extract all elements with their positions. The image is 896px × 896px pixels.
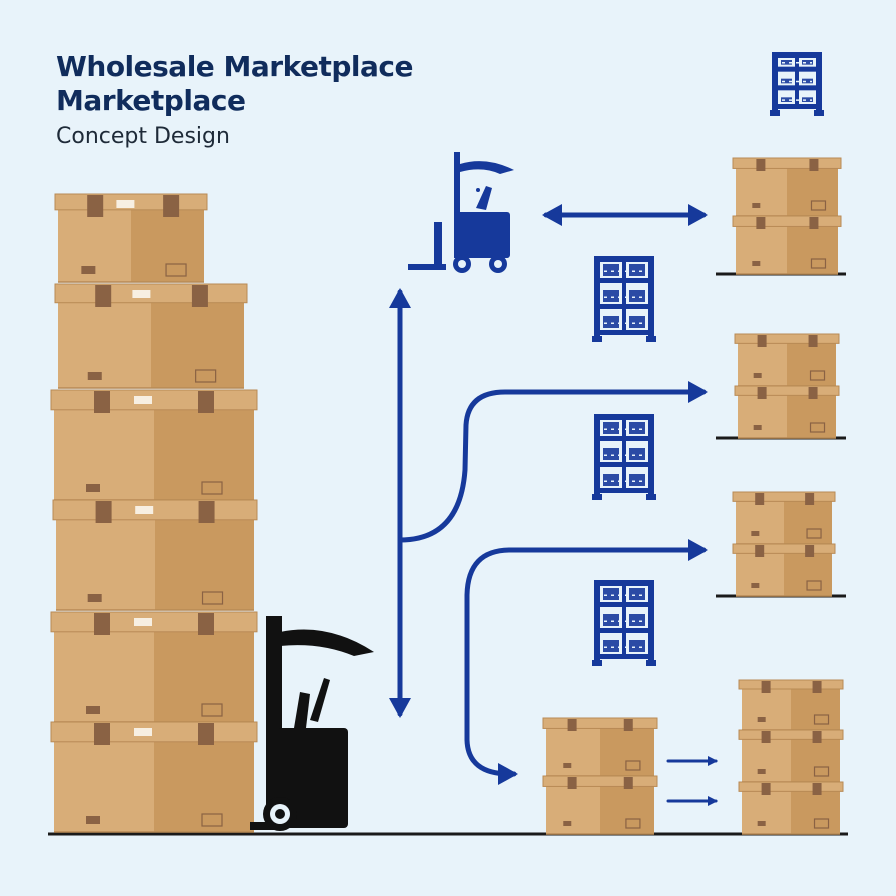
box-stack-main	[50, 193, 258, 833]
box-stacks-destination	[542, 157, 844, 835]
cardboard-box-icon	[738, 729, 844, 783]
forklift-icon	[250, 616, 374, 831]
cardboard-box-icon	[542, 717, 658, 777]
cardboard-box-icon	[734, 385, 840, 439]
branch-arrow-upper	[397, 381, 708, 543]
cardboard-box-icon	[52, 499, 258, 611]
cardboard-box-icon	[738, 781, 844, 835]
cardboard-box-icon	[50, 389, 258, 501]
cardboard-box-icon	[732, 491, 836, 545]
shelving-rack-icon	[592, 414, 656, 500]
branch-arrow-lower	[464, 539, 708, 785]
forklift-icon	[408, 152, 514, 273]
shelving-rack-icon	[592, 256, 656, 342]
shelving-rack-icon	[592, 580, 656, 666]
page-subtitle: Concept Design	[56, 124, 230, 149]
flow-arrows	[389, 204, 718, 806]
cardboard-box-icon	[734, 333, 840, 387]
page-title-line-1: Wholesale Marketplace	[56, 50, 413, 83]
cardboard-box-icon	[54, 283, 248, 389]
cardboard-box-icon	[542, 775, 658, 835]
page-title-line-2: Marketplace	[56, 84, 246, 117]
title-block: Wholesale Marketplace Marketplace Concep…	[56, 50, 413, 154]
shelving-rack-icon	[770, 52, 824, 116]
cardboard-box-icon	[50, 721, 258, 833]
cardboard-box-icon	[50, 611, 258, 723]
cardboard-box-icon	[738, 679, 844, 731]
cardboard-box-icon	[732, 215, 842, 275]
cardboard-box-icon	[54, 193, 208, 283]
cardboard-box-icon	[732, 157, 842, 217]
cardboard-box-icon	[732, 543, 836, 597]
